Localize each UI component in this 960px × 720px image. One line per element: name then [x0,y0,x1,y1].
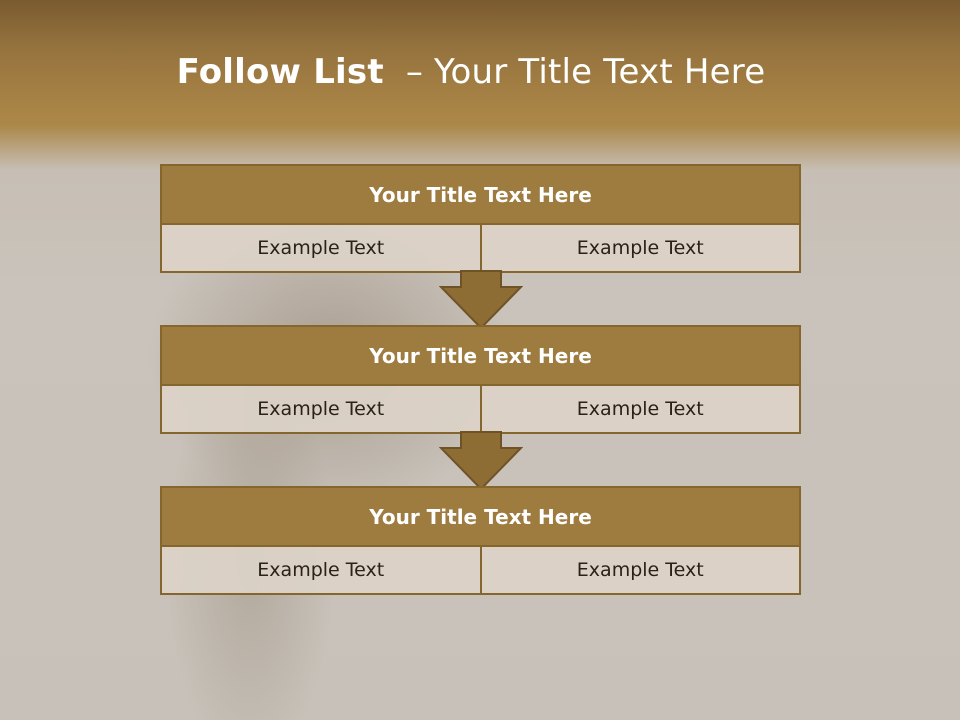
block-cell-left: Example Text [162,225,480,271]
header-band [0,0,960,170]
list-block-2: Your Title Text Here Example Text Exampl… [160,325,801,434]
block-row: Example Text Example Text [162,547,799,593]
slide-title-separator: – [405,52,424,92]
block-title: Your Title Text Here [162,488,799,547]
block-title: Your Title Text Here [162,327,799,386]
block-cell-left: Example Text [162,547,480,593]
slide-title-bold: Follow List [176,52,384,92]
block-row: Example Text Example Text [162,386,799,432]
list-block-1: Your Title Text Here Example Text Exampl… [160,164,801,273]
block-cell-right: Example Text [479,225,799,271]
list-block-3: Your Title Text Here Example Text Exampl… [160,486,801,595]
down-arrow-icon [439,270,523,330]
block-cell-right: Example Text [479,386,799,432]
block-cell-right: Example Text [479,547,799,593]
block-row: Example Text Example Text [162,225,799,271]
down-arrow-icon [439,431,523,491]
block-title: Your Title Text Here [162,166,799,225]
slide-title-rest: Your Title Text Here [434,52,766,92]
slide-title: Follow List – Your Title Text Here [0,52,942,92]
block-cell-left: Example Text [162,386,480,432]
